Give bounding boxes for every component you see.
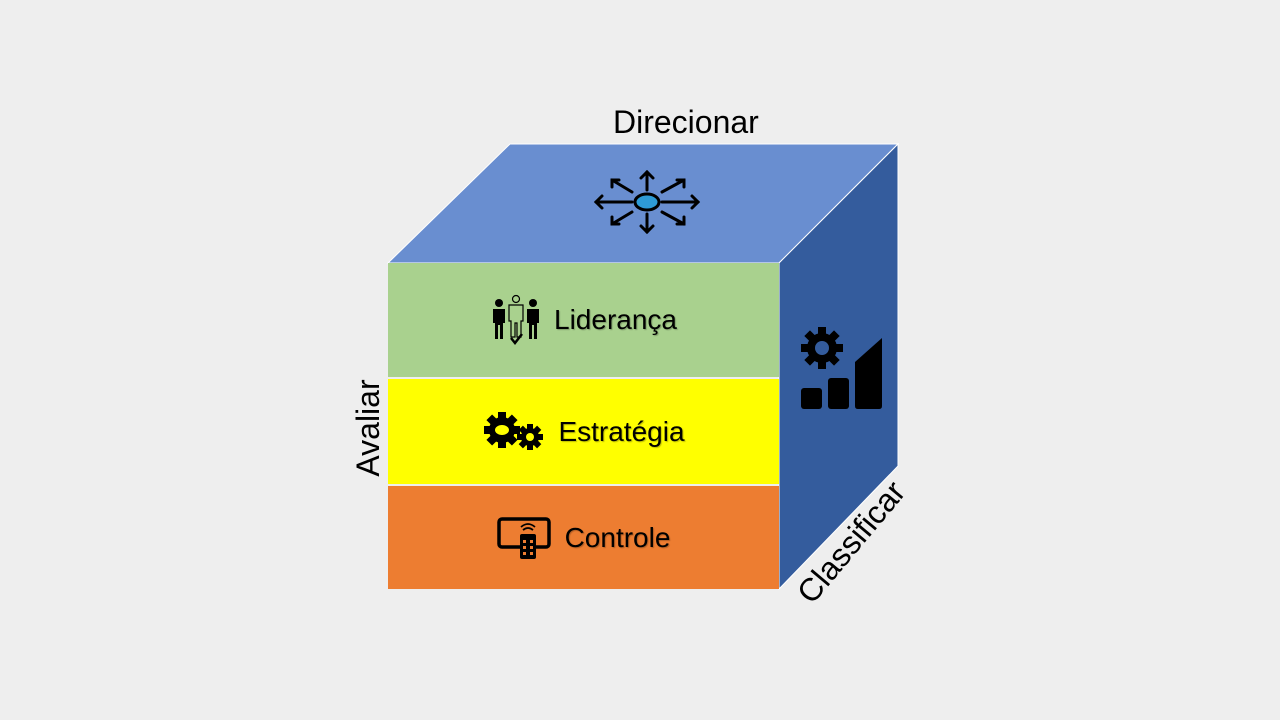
layer-label: Liderança [554,304,677,335]
layer-estrategia: Estratégia [388,379,779,484]
distribution-arrows-icon [593,169,701,235]
face-label-top: Direcionar [613,104,759,140]
cube-right-face [778,142,899,591]
layer-controle: Controle [388,486,779,589]
gear-growth-chart-icon [801,327,882,409]
layer-lideranca: Liderança [388,263,779,377]
team-leader-icon [490,294,542,346]
layer-label: Controle [564,521,671,553]
gears-icon [482,411,546,452]
layer-label: Estratégia [558,415,685,447]
face-label-left: Avaliar [350,379,386,477]
remote-control-screen-icon [496,516,553,560]
